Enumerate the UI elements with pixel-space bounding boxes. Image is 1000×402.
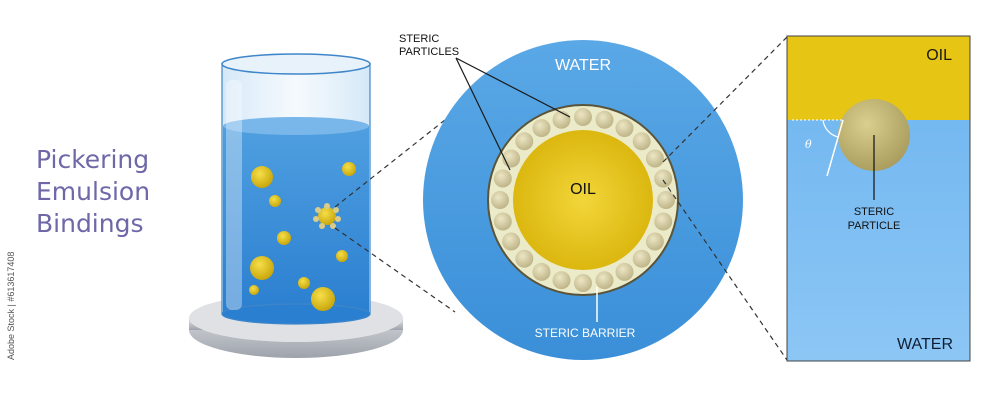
- oil-droplet: [298, 277, 310, 289]
- oil-label: OIL: [570, 181, 596, 198]
- panel-oil-label: OIL: [926, 47, 952, 64]
- title-line-3: Bindings: [36, 209, 144, 238]
- water-label: WATER: [555, 57, 611, 74]
- steric-particles-callout: STERIC PARTICLES: [399, 33, 571, 171]
- steric-particle: [552, 110, 571, 129]
- steric-particle: [515, 249, 534, 268]
- steric-particle: [552, 271, 571, 290]
- steric-particle: [595, 271, 614, 290]
- steric-particle: [645, 232, 664, 251]
- beaker-glass: [221, 53, 371, 325]
- beaker: [189, 53, 403, 358]
- beaker-droplets: [249, 162, 356, 311]
- steric-particle: [515, 132, 534, 151]
- oil-droplet: [311, 287, 335, 311]
- steric-particle: [574, 108, 592, 126]
- steric-particle: [574, 274, 592, 292]
- steric-particle: [654, 212, 673, 231]
- watermark-side-text: Adobe Stock | #613617408: [6, 252, 16, 360]
- oil-droplet: [336, 250, 348, 262]
- contact-angle: θ: [792, 119, 844, 177]
- panel-water-label: WATER: [897, 336, 953, 353]
- oil-droplet: [342, 162, 356, 176]
- steric-particle: [615, 262, 634, 281]
- steric-particle-label-line2: PARTICLE: [848, 220, 901, 232]
- oil-droplet: [277, 231, 291, 245]
- title-line-2: Emulsion: [36, 177, 150, 206]
- steric-particle: [502, 232, 521, 251]
- steric-particle: [532, 262, 551, 281]
- steric-particle: [493, 169, 512, 188]
- steric-particle: [595, 110, 614, 129]
- steric-particle: [657, 191, 675, 209]
- interface-detail-panel: θ STERIC PARTICLE OIL WATER: [786, 35, 971, 362]
- zoom-lines-right: [662, 36, 788, 361]
- steric-particle: [632, 249, 651, 268]
- steric-particle-label-line1: STERIC: [854, 206, 894, 218]
- steric-particles-label-line2: PARTICLES: [399, 46, 459, 58]
- zoom-lines-left: [334, 111, 456, 313]
- oil-core: [513, 130, 653, 270]
- steric-particle: [493, 212, 512, 231]
- oil-droplet: [251, 166, 273, 188]
- steric-particle: [632, 132, 651, 151]
- steric-particle: [645, 149, 664, 168]
- oil-droplet: [249, 285, 259, 295]
- diagram-title: Pickering Emulsion Bindings: [36, 145, 150, 238]
- oil-droplet: [250, 256, 274, 280]
- steric-particles-ring: [491, 108, 675, 292]
- steric-particle: [615, 119, 634, 138]
- steric-particle: [532, 119, 551, 138]
- pickering-cluster: [313, 203, 341, 229]
- title-line-1: Pickering: [36, 145, 149, 174]
- emulsion-droplet-view: WATER OIL STERIC BARRIER: [423, 40, 743, 360]
- steric-barrier-label: STERIC BARRIER: [535, 326, 636, 340]
- steric-particles-label-line1: STERIC: [399, 33, 439, 45]
- theta-symbol: θ: [805, 138, 812, 151]
- steric-particle: [491, 191, 509, 209]
- oil-droplet: [269, 195, 281, 207]
- steric-particle: [654, 169, 673, 188]
